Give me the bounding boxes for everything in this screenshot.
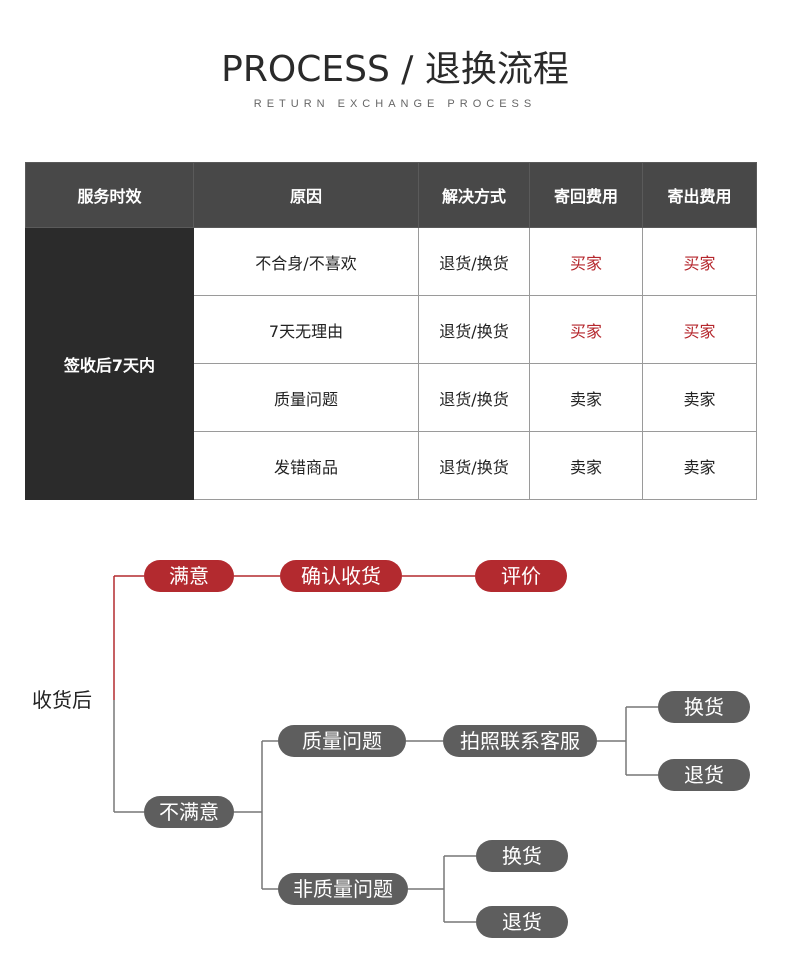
table-row: 发错商品 退货/换货 卖家 卖家 bbox=[26, 431, 757, 500]
confirm-receipt-node: 确认收货 bbox=[280, 560, 402, 592]
solution-cell: 退货/换货 bbox=[418, 431, 530, 500]
header-solution: 解决方式 bbox=[418, 162, 530, 228]
header-send-fee: 寄出费用 bbox=[642, 162, 757, 228]
send-fee-cell: 买家 bbox=[642, 227, 757, 296]
return-fee-cell: 卖家 bbox=[529, 431, 643, 500]
unsatisfied-node: 不满意 bbox=[144, 796, 234, 828]
non-quality-issue-node: 非质量问题 bbox=[278, 873, 408, 905]
reason-cell: 发错商品 bbox=[193, 431, 419, 500]
reason-cell: 不合身/不喜欢 bbox=[193, 227, 419, 296]
table-header-row: 服务时效 原因 解决方式 寄回费用 寄出费用 bbox=[25, 162, 757, 228]
return-policy-table: 服务时效 原因 解决方式 寄回费用 寄出费用 签收后7天内 不合身/不喜欢 退货… bbox=[25, 162, 757, 500]
table-row: 签收后7天内 不合身/不喜欢 退货/换货 买家 买家 bbox=[25, 227, 757, 500]
flow-root-label: 收货后 bbox=[32, 688, 92, 712]
send-fee-cell: 卖家 bbox=[642, 363, 757, 432]
exchange-node-non-quality: 换货 bbox=[476, 840, 568, 872]
solution-cell: 退货/换货 bbox=[418, 295, 530, 364]
solution-cell: 退货/换货 bbox=[418, 363, 530, 432]
return-fee-cell: 买家 bbox=[529, 227, 643, 296]
header-service-period: 服务时效 bbox=[25, 162, 194, 228]
return-node-quality: 退货 bbox=[658, 759, 750, 791]
satisfied-node: 满意 bbox=[144, 560, 234, 592]
contact-service-node: 拍照联系客服 bbox=[443, 725, 597, 757]
return-fee-cell: 买家 bbox=[529, 295, 643, 364]
reason-cell: 质量问题 bbox=[193, 363, 419, 432]
exchange-node-quality: 换货 bbox=[658, 691, 750, 723]
quality-issue-node: 质量问题 bbox=[278, 725, 406, 757]
review-node: 评价 bbox=[475, 560, 567, 592]
send-fee-cell: 卖家 bbox=[642, 431, 757, 500]
page-subtitle: RETURN EXCHANGE PROCESS bbox=[253, 98, 537, 110]
send-fee-cell: 买家 bbox=[642, 295, 757, 364]
page-title: PROCESS / 退换流程 bbox=[221, 49, 569, 90]
return-node-non-quality: 退货 bbox=[476, 906, 568, 938]
service-period-cell: 签收后7天内 bbox=[25, 227, 194, 500]
header-return-fee: 寄回费用 bbox=[529, 162, 643, 228]
solution-cell: 退货/换货 bbox=[418, 227, 530, 296]
unsatisfied-branch-lines bbox=[113, 700, 658, 923]
satisfied-branch-lines bbox=[113, 575, 475, 700]
